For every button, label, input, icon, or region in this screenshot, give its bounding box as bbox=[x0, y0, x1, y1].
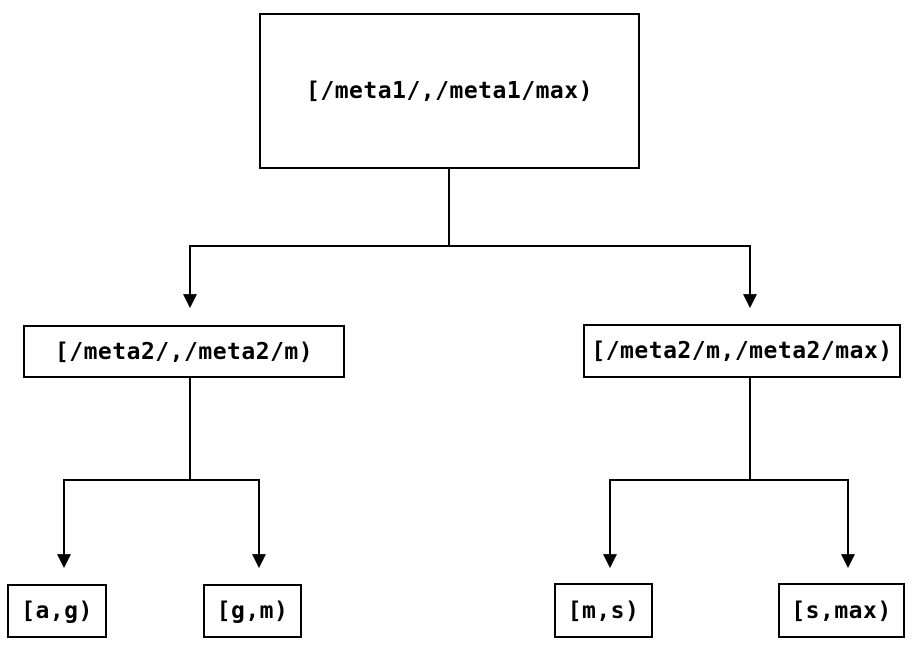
node-leaf-range-g-m: [g,m) bbox=[203, 584, 302, 638]
node-leaf-range-a-g: [a,g) bbox=[7, 584, 107, 638]
node-meta2-upper-range: [/meta2/m,/meta2/max) bbox=[583, 324, 901, 378]
node-leaf-range-m-s: [m,s) bbox=[554, 583, 653, 638]
node-meta2-lower-range: [/meta2/,/meta2/m) bbox=[23, 325, 345, 378]
node-leaf-range-s-max: [s,max) bbox=[778, 583, 905, 638]
node-root-meta1-range: [/meta1/,/meta1/max) bbox=[259, 13, 640, 169]
